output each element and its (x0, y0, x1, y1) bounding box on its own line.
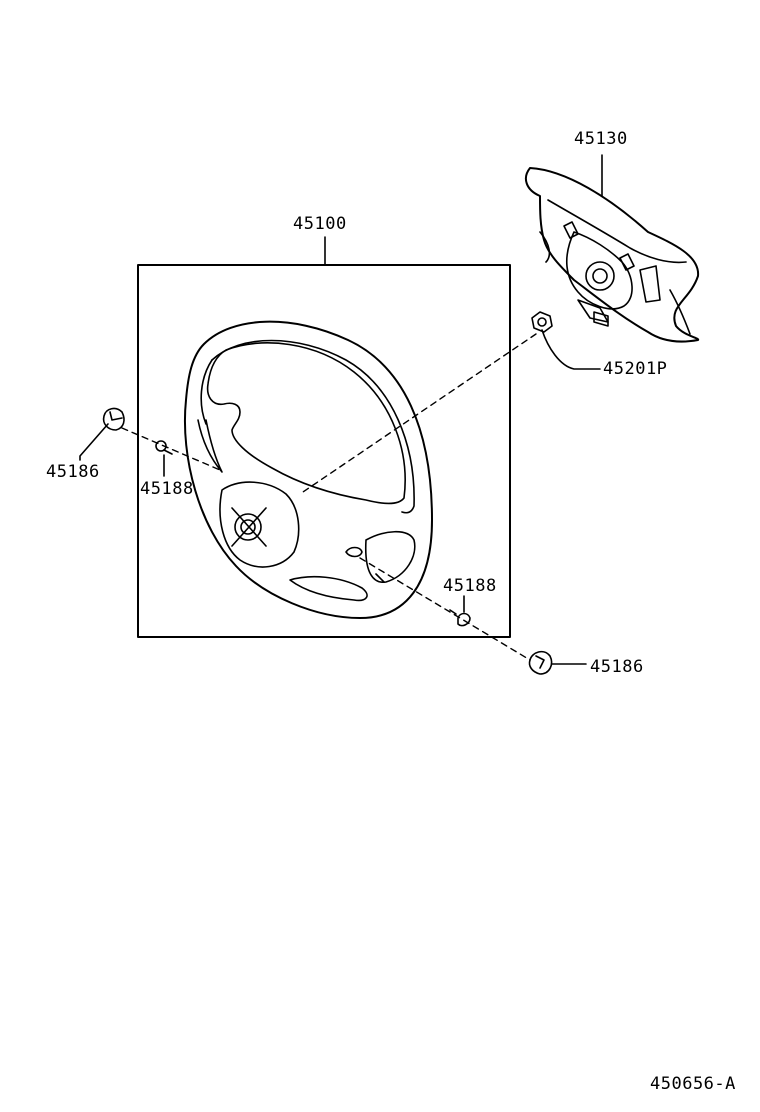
steering-wheel-icon (183, 320, 433, 619)
part-label-45188-right: 45188 (443, 576, 497, 596)
nut-45201p-icon (531, 311, 601, 370)
diagram-reference-code: 450656-A (650, 1074, 736, 1094)
part-label-45186-right: 45186 (590, 657, 644, 677)
part-label-45100: 45100 (293, 214, 347, 234)
alignment-dashed-lines (121, 333, 537, 661)
cap-45186-left-icon (79, 407, 125, 461)
cap-45186-right-icon (528, 650, 587, 675)
part-label-45186-left: 45186 (46, 462, 100, 482)
part-label-45201p: 45201P (603, 359, 668, 379)
assembly-box-45100 (137, 236, 511, 638)
part-label-45130: 45130 (574, 129, 628, 149)
steering-pad-icon (524, 154, 700, 343)
screw-45188-left-icon (155, 440, 173, 477)
screw-45188-right-icon (449, 595, 471, 627)
part-label-45188-left: 45188 (140, 479, 194, 499)
